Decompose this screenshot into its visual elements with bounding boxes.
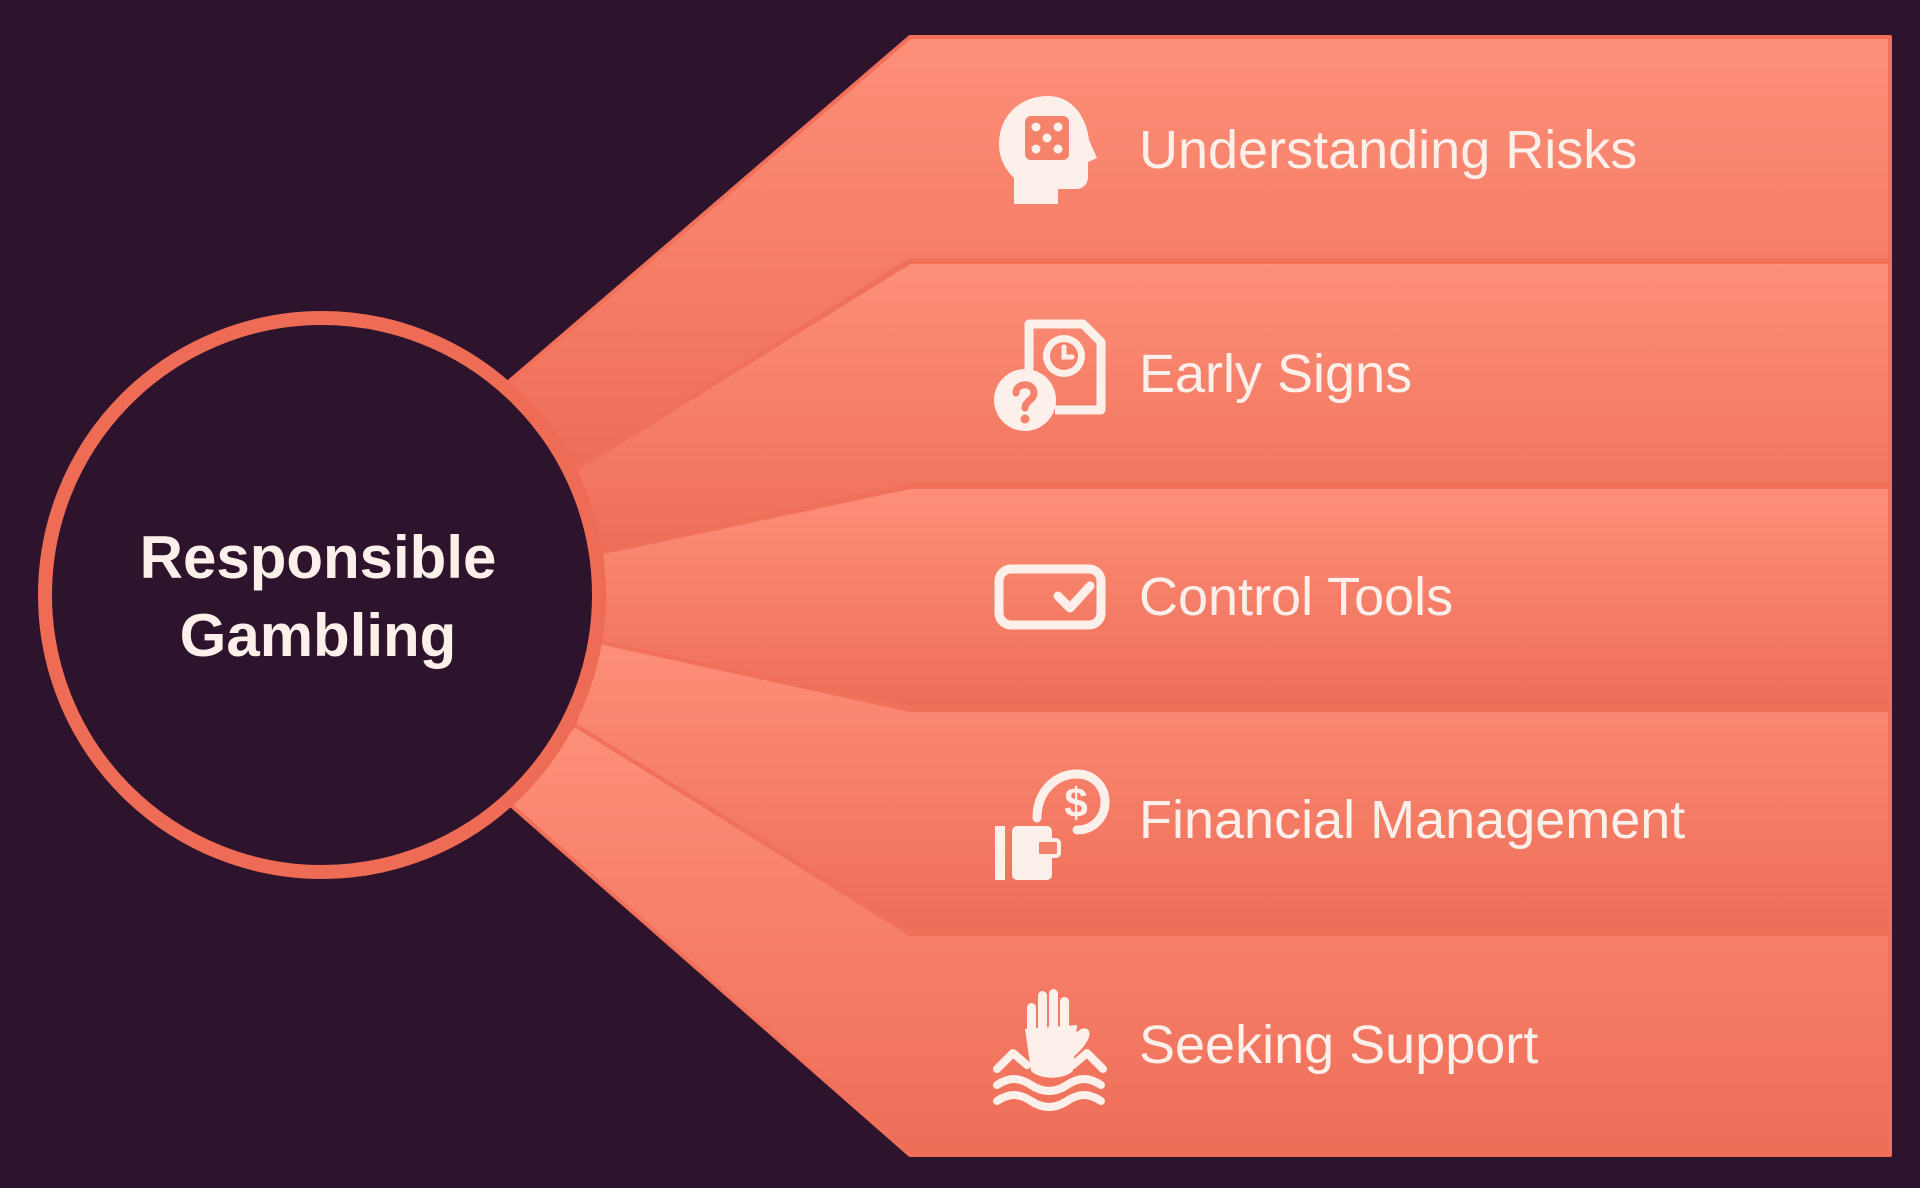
item-label: Financial Management <box>1139 790 1685 850</box>
svg-text:$: $ <box>1064 779 1087 826</box>
drowning-hand-icon <box>993 989 1107 1111</box>
segment-early-signs: Early Signs <box>573 260 1892 557</box>
segment-shape <box>503 723 1892 1157</box>
segment-seeking-support: Seeking Support <box>503 723 1892 1157</box>
center-title-line1: Responsible <box>140 524 497 591</box>
item-label: Early Signs <box>1139 344 1412 404</box>
head-dice-icon <box>999 96 1097 204</box>
item-label: Understanding Risks <box>1139 120 1637 180</box>
center-title-line2: Gambling <box>180 602 457 669</box>
segment-understanding-risks: Understanding Risks <box>503 35 1892 472</box>
wallet-coin-icon: $ <box>995 769 1110 880</box>
item-label: Seeking Support <box>1139 1015 1538 1075</box>
item-label: Control Tools <box>1139 567 1453 627</box>
center-circle <box>38 311 606 879</box>
segment-control-tools: Control Tools <box>588 485 1892 710</box>
checkbox-toggle-icon <box>994 564 1106 630</box>
segment-financial-management: $ Financial Management <box>573 638 1892 934</box>
document-clock-question-icon <box>994 319 1106 431</box>
center-hub: Responsible Gambling <box>38 311 606 879</box>
